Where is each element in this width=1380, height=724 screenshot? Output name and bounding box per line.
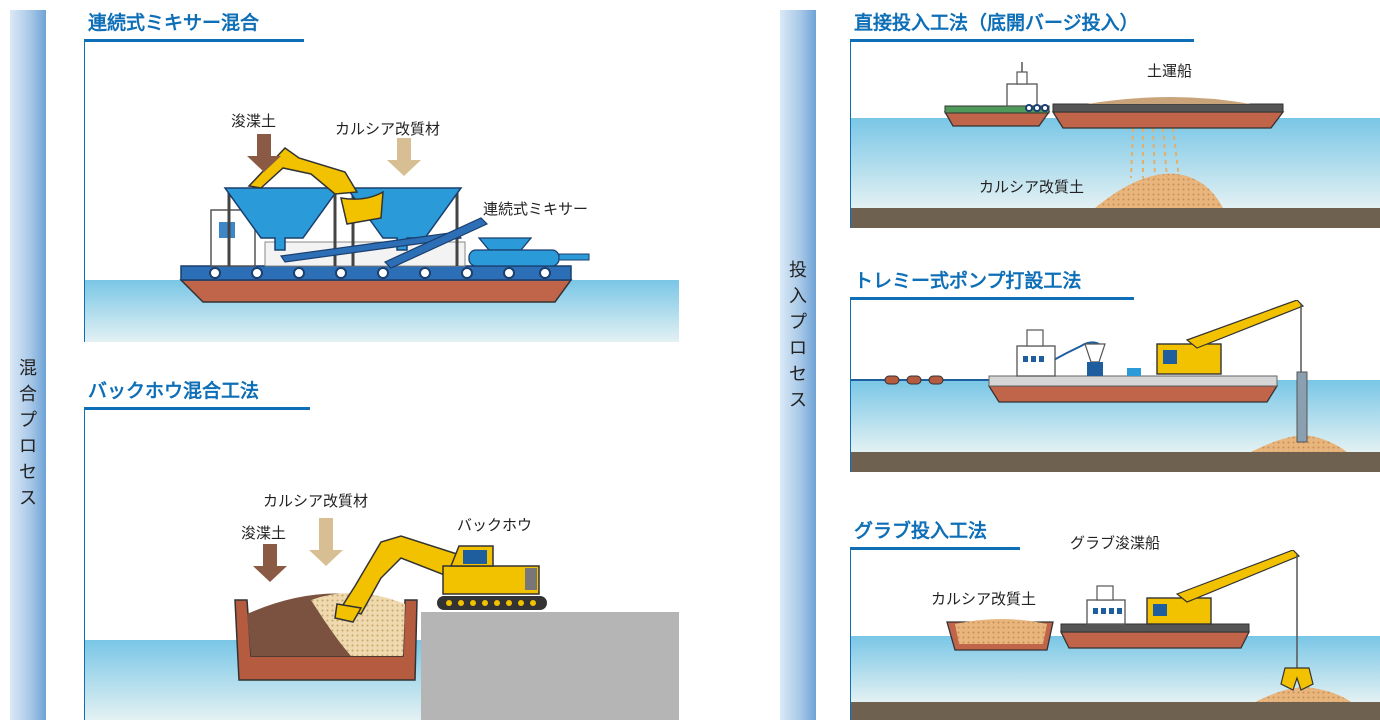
dredged-soil-arrow <box>247 134 281 172</box>
mixer-section-title: 連続式ミキサー混合 <box>84 8 304 42</box>
modified-soil-mound <box>1255 687 1351 702</box>
direct-diagram: 土運船 カルシア改質土 <box>850 42 1380 228</box>
barge-hull <box>179 279 573 303</box>
pontoon-deck <box>988 375 1278 387</box>
quay-wall <box>421 612 679 720</box>
input-process-char: ロ <box>789 338 807 359</box>
backhoe-diagram: カルシア改質材 浚渫土 バックホウ <box>84 408 679 720</box>
silo <box>1084 343 1106 363</box>
backhoe-tracks <box>437 596 547 610</box>
mixer-label: 連続式ミキサー <box>483 200 588 218</box>
dredger-deck <box>1060 623 1250 633</box>
input-process-char: 投 <box>789 260 807 281</box>
crane-body <box>1156 343 1222 375</box>
pontoon-hull <box>987 385 1279 403</box>
backhoe-body <box>442 565 540 595</box>
additive-label: カルシア改質材 <box>263 492 368 510</box>
backhoe-label: バックホウ <box>457 516 532 534</box>
soil-label: カルシア改質土 <box>931 590 1036 608</box>
crane-boom <box>1185 299 1305 349</box>
seabed <box>851 702 1380 720</box>
mixing-process-char: ス <box>19 488 37 509</box>
modified-soil-mound <box>1251 435 1347 452</box>
mixing-process-char: ロ <box>19 436 37 457</box>
continuous-mixer <box>468 249 560 267</box>
input-process-char: 入 <box>789 286 807 307</box>
modified-soil-mound <box>1095 173 1223 208</box>
backhoe-section-title: バックホウ混合工法 <box>84 376 310 410</box>
input-process-char: セ <box>789 364 807 385</box>
tug-hull <box>943 111 1051 127</box>
input-process-label: 投入プロセス <box>780 258 816 414</box>
barge-label: 土運船 <box>1147 62 1192 80</box>
barge-hull <box>1051 111 1285 129</box>
tremie-pipe <box>1296 371 1308 443</box>
dredged-soil-label: 浚渫土 <box>241 524 286 542</box>
falling-soil <box>1130 127 1180 179</box>
grab-bucket <box>1280 667 1314 691</box>
additive-label: カルシア改質材 <box>335 120 440 138</box>
mixing-process-char: セ <box>19 462 37 483</box>
mixing-process-sidebar <box>10 10 46 720</box>
additive-mass <box>311 592 405 656</box>
direct-section-title: 直接投入工法（底開バージ投入） <box>850 8 1194 42</box>
tremie-diagram <box>850 299 1380 472</box>
tremie-section-title: トレミー式ポンプ打設工法 <box>850 266 1134 300</box>
seabed <box>851 208 1380 228</box>
hopper-left <box>223 187 341 251</box>
mixer-diagram: 浚渫土 カルシア改質材 連続式ミキサー <box>84 42 679 342</box>
dredger-label-text: グラブ浚渫船 <box>1070 534 1161 552</box>
soil-label: カルシア改質土 <box>979 178 1084 196</box>
pipeline <box>851 341 1100 381</box>
input-process-char: ス <box>789 390 807 411</box>
mixing-process-char: 合 <box>19 384 37 405</box>
input-process-sidebar <box>780 10 816 720</box>
dredged-soil-arrow <box>253 544 287 582</box>
mixing-process-char: プ <box>19 410 37 431</box>
conveyor-1 <box>279 231 463 263</box>
grab-section-title: グラブ投入工法 <box>850 516 1020 550</box>
additive-arrow <box>387 138 421 176</box>
dredger-hull <box>1059 631 1251 649</box>
dredged-soil-label: 浚渫土 <box>231 112 276 130</box>
barge-load <box>1087 97 1251 104</box>
tug-cabin <box>1006 83 1038 107</box>
mixing-process-char: 混 <box>19 358 37 379</box>
conveyor-2 <box>383 217 489 269</box>
seabed <box>851 452 1380 472</box>
crane-boom <box>1175 549 1301 603</box>
additive-arrow <box>309 518 343 566</box>
barge-deck <box>1052 103 1284 113</box>
input-process-char: プ <box>789 312 807 333</box>
grab-diagram: グラブ浚渫船 カルシア改質土 <box>850 549 1380 720</box>
mixing-process-label: 混合プロセス <box>10 356 46 512</box>
